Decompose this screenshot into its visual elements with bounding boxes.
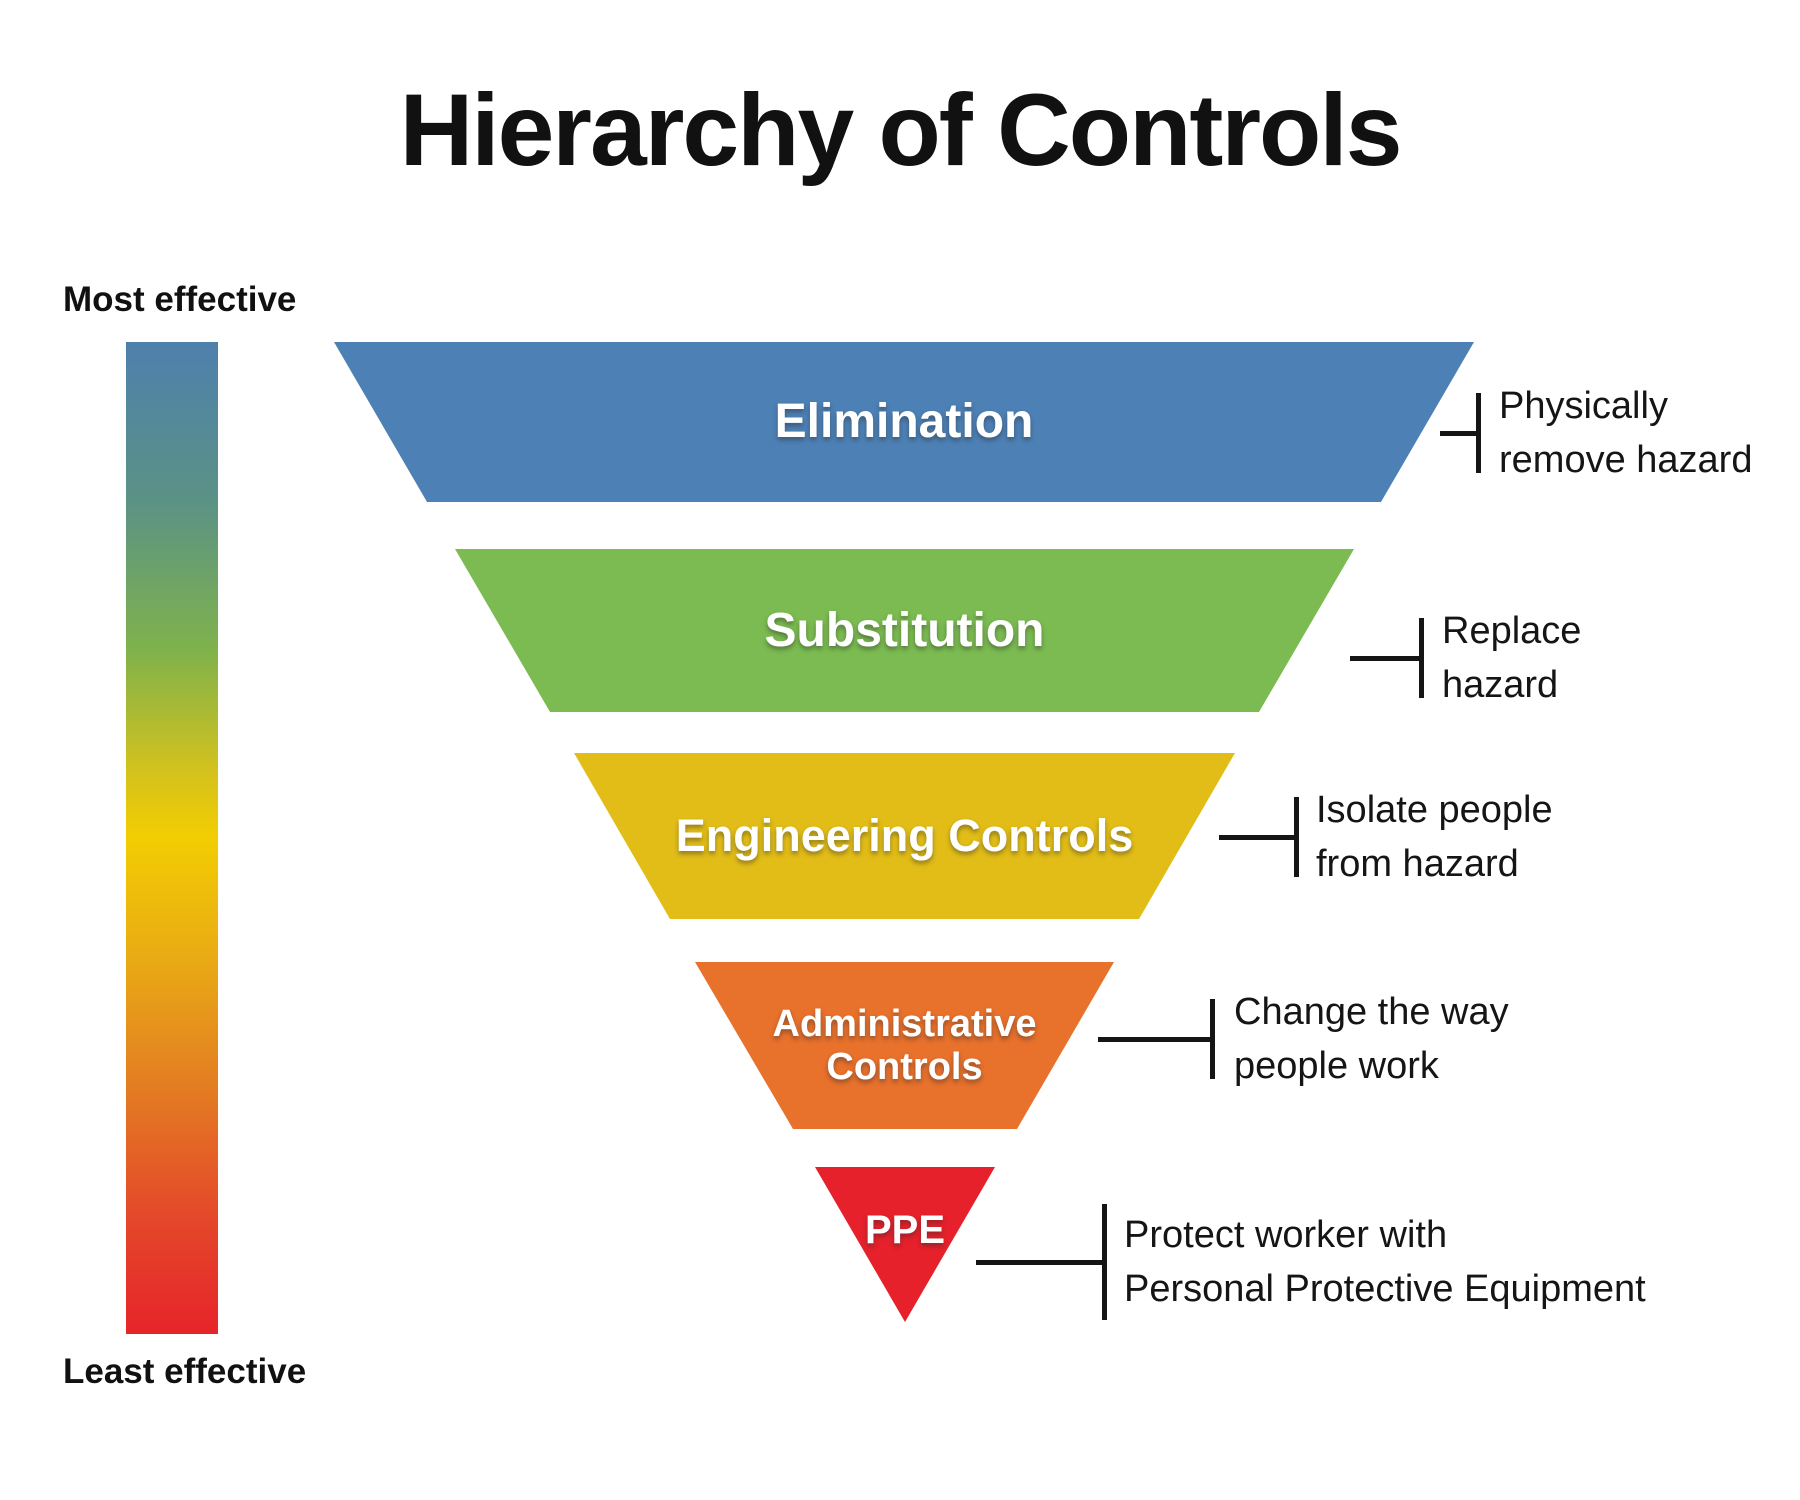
band-elimination-label: Elimination <box>774 395 1034 449</box>
connector-tick <box>1476 393 1481 473</box>
annotation-engineering-controls-text: Isolate people from hazard <box>1316 789 1553 885</box>
connector-tick <box>1419 618 1424 698</box>
band-substitution-label: Substitution <box>764 603 1045 657</box>
connector-line <box>976 1260 1107 1265</box>
most-effective-label: Most effective <box>63 280 297 319</box>
band-ppe-label: PPE <box>864 1208 946 1252</box>
band-ppe: PPE <box>815 1167 995 1322</box>
connector-tick <box>1294 797 1299 877</box>
connector-tick <box>1102 1204 1107 1320</box>
annotation-administrative-controls-text: Change the way people work <box>1234 991 1509 1087</box>
band-engineering-controls-label: Engineering Controls <box>675 809 1134 861</box>
band-substitution: Substitution <box>455 549 1354 712</box>
connector-line <box>1350 656 1424 661</box>
band-engineering-controls: Engineering Controls <box>574 753 1235 919</box>
band-administrative-controls-label: Administrative Controls <box>772 1002 1037 1088</box>
effectiveness-gradient-bar <box>126 342 218 1334</box>
annotation-substitution-text: Replace hazard <box>1442 610 1582 706</box>
connector-line <box>1098 1037 1215 1042</box>
annotation-elimination-text: Physically remove hazard <box>1499 385 1753 481</box>
annotation-ppe-text: Protect worker with Personal Protective … <box>1124 1214 1646 1310</box>
band-elimination: Elimination <box>334 342 1474 502</box>
connector-tick <box>1210 999 1215 1079</box>
connector-line <box>1219 835 1299 840</box>
least-effective-label: Least effective <box>63 1352 307 1391</box>
page-title: Hierarchy of Controls <box>399 73 1403 187</box>
band-administrative-controls: Administrative Controls <box>695 962 1114 1129</box>
connector-line <box>1440 431 1480 436</box>
